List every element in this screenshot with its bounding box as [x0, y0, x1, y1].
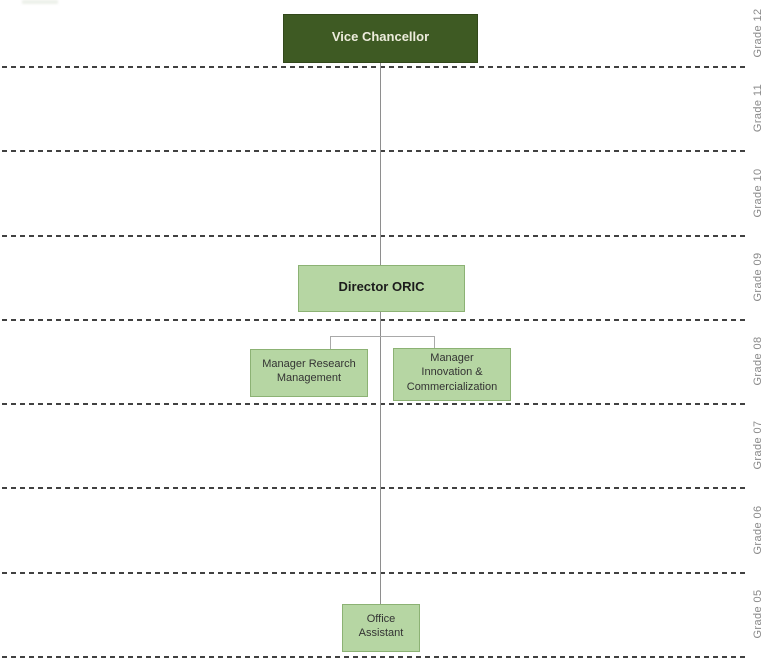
grade-separator-bottom — [2, 656, 746, 658]
manager-innovation-label-line3: Commercialization — [406, 380, 498, 393]
grade-label-07: Grade 07 — [752, 420, 764, 470]
connector-elbow-horizontal — [330, 336, 435, 337]
grade-separator-08-07 — [2, 403, 746, 405]
connector-drop-manager-innovation — [434, 336, 435, 349]
grade-label-09: Grade 09 — [752, 252, 764, 302]
manager-innovation-box: Manager Innovation & Commercialization — [393, 348, 511, 401]
manager-innovation-label-line1: Manager — [430, 351, 474, 364]
grade-separator-09-08 — [2, 319, 746, 321]
grade-label-11: Grade 11 — [752, 83, 764, 133]
manager-research-box: Manager Research Management — [250, 349, 368, 397]
grade-label-05: Grade 05 — [752, 589, 764, 639]
grade-label-10: Grade 10 — [752, 168, 764, 218]
director-oric-box: Director ORIC — [298, 265, 465, 312]
connector-drop-manager-research — [330, 336, 331, 349]
grade-label-08: Grade 08 — [752, 336, 764, 386]
grade-separator-12-11 — [2, 66, 746, 68]
office-assistant-box: Office Assistant — [342, 604, 420, 652]
grade-separator-11-10 — [2, 150, 746, 152]
grade-label-06: Grade 06 — [752, 505, 764, 555]
grade-separator-07-06 — [2, 487, 746, 489]
grade-label-12: Grade 12 — [752, 8, 764, 58]
connector-vertical-main — [380, 63, 381, 604]
office-assistant-label-line2: Assistant — [358, 627, 404, 639]
director-oric-label: Director ORIC — [338, 279, 425, 294]
vice-chancellor-box: Vice Chancellor — [283, 14, 478, 63]
manager-innovation-label-line2: Innovation & — [421, 366, 483, 379]
office-assistant-label-line1: Office — [366, 612, 396, 625]
manager-research-label-line2: Management — [276, 372, 342, 384]
grade-separator-10-09 — [2, 235, 746, 237]
cropped-text-artifact — [22, 0, 58, 4]
manager-research-label-line1: Manager Research — [262, 357, 356, 370]
grade-separator-06-05 — [2, 572, 746, 574]
vice-chancellor-label: Vice Chancellor — [331, 29, 430, 44]
